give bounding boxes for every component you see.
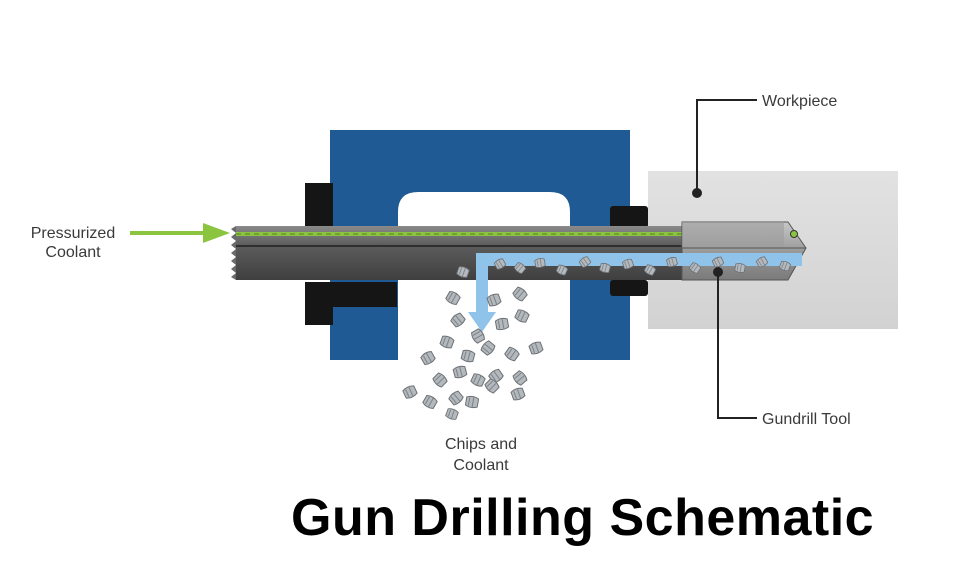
metal-chip [493,258,507,270]
metal-chip [599,263,611,273]
metal-chip [450,312,466,328]
chips-in-channel [456,256,792,278]
workpiece-label: Workpiece [762,93,837,110]
return-channel [476,253,802,266]
metal-chip [456,266,470,278]
metal-chip [755,256,769,268]
coolant-inlet-arrow-head [203,223,230,243]
metal-chip [513,262,527,274]
metal-chip [432,372,448,388]
gundrill-tip-upper-face [682,222,784,248]
metal-chip [445,291,461,305]
clamp-left-inner [333,282,397,307]
metal-chip [504,346,520,362]
clamp-right-upper [610,206,648,228]
falling-chips [402,286,544,420]
clamp-left-upper [305,183,333,228]
metal-chip [470,373,486,387]
metal-chip [734,263,746,273]
metal-chip [528,341,544,355]
coolant-exit-hole [790,230,798,238]
workpiece-leader-dot [692,188,702,198]
metal-chip [494,317,510,331]
fixture-bushing-blue [330,130,630,360]
metal-chip [643,264,657,276]
metal-chip [486,293,502,307]
clamp-left-lower [305,282,333,325]
metal-chip [711,256,725,268]
metal-chip [512,286,528,302]
pressurized-label-line2: Coolant [45,244,101,261]
metal-chip [452,365,468,379]
workpiece-leader [696,99,757,193]
metal-chip [445,408,459,420]
shaft-serrated-end [231,226,236,280]
gundrill-leader-dot [713,267,723,277]
metal-chip [555,264,569,276]
metal-chip [448,390,464,406]
metal-chip [420,351,436,365]
metal-chip [578,256,592,268]
metal-chip [621,258,635,270]
gundrill-leader [717,272,757,419]
metal-chip [460,349,476,363]
gundrill-tool-label: Gundrill Tool [762,411,851,428]
chips-label-line1: Chips and [445,436,517,453]
metal-chip [512,370,528,386]
metal-chip [402,385,418,399]
clamp-right-lower [610,280,648,296]
metal-chip [480,340,496,356]
return-arrow [468,253,496,332]
metal-chip [471,328,485,344]
pressurized-label-line1: Pressurized [31,225,115,242]
metal-chip [422,395,438,409]
metal-chip [510,387,526,401]
metal-chip [439,335,455,349]
metal-chip [534,258,546,268]
chips-label-line2: Coolant [453,457,509,474]
metal-chip [778,260,792,272]
metal-chip [464,395,480,409]
metal-chip [688,262,702,274]
diagram-title: Gun Drilling Schematic [291,489,875,547]
metal-chip [514,309,530,323]
metal-chip [666,257,678,267]
metal-chip [484,378,500,394]
